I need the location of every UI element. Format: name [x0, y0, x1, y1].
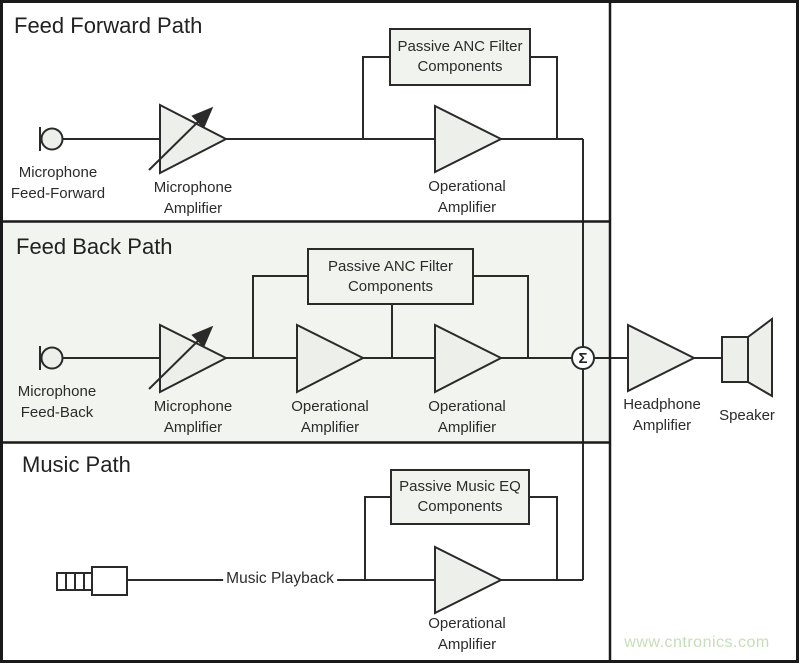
music-opamp-label: Operational Amplifier — [428, 613, 506, 655]
fb-mic-amp-label: Microphone Amplifier — [154, 396, 232, 438]
ff-microphone-icon — [40, 127, 64, 151]
label-line: Amplifier — [163, 419, 223, 436]
label-line: Microphone — [17, 383, 97, 400]
label-line: Amplifier — [163, 200, 223, 217]
label-line: Passive ANC Filter — [327, 257, 454, 275]
label-line: Components — [417, 498, 503, 515]
fb-op-amplifier-2-icon — [434, 323, 504, 394]
fb-filter-tap-left — [252, 275, 308, 358]
ff-mic-label: Microphone Feed-Forward — [11, 162, 105, 204]
ff-mic-amp-label: Microphone Amplifier — [154, 177, 232, 219]
speaker-horn-icon — [747, 317, 773, 398]
label-line: Microphone — [18, 164, 98, 181]
label-line: Amplifier — [437, 199, 497, 216]
audio-jack-body-icon — [91, 566, 128, 596]
fb-opamp1-label: Operational Amplifier — [291, 396, 369, 438]
label-line: Microphone — [153, 179, 233, 196]
headphone-amp-label: Headphone Amplifier — [623, 394, 701, 436]
label-line: Operational — [428, 178, 506, 195]
headphone-amplifier-icon — [627, 323, 697, 393]
music-path-title: Music Path — [22, 452, 131, 477]
music-filter-tap-left — [364, 496, 391, 580]
fb-filter-box-label: Passive ANC Filter Components — [308, 249, 473, 304]
fb-gain-arrow-icon — [148, 325, 214, 390]
music-filter-tap-right — [529, 496, 558, 580]
label-line: Amplifier — [437, 636, 497, 653]
fb-filter-tap-right — [473, 275, 529, 358]
ff-opamp-label: Operational Amplifier — [428, 176, 506, 218]
watermark-text: www.cntronics.com — [624, 634, 770, 651]
label-line: Headphone — [623, 396, 701, 413]
label-line: Operational — [428, 398, 506, 415]
label-line: Feed-Back — [20, 404, 94, 421]
ff-passive-anc-filter-box — [389, 28, 531, 86]
label-line: Passive Music EQ — [399, 478, 521, 495]
speaker-icon — [721, 336, 749, 383]
label-line: Amplifier — [437, 419, 497, 436]
label-line: Feed-Forward — [10, 185, 106, 202]
fb-microphone-icon — [40, 346, 64, 370]
label-line: Components — [417, 58, 503, 75]
fb-op-amplifier-1-icon — [296, 323, 366, 394]
music-playback-label: Music Playback — [223, 569, 337, 588]
music-op-amplifier-icon — [434, 545, 504, 615]
music-passive-eq-box — [390, 469, 530, 525]
feed-forward-title: Feed Forward Path — [14, 13, 203, 38]
label-line: Passive ANC Filter — [397, 38, 523, 55]
feed-back-title: Feed Back Path — [16, 234, 173, 259]
fb-opamp2-label: Operational Amplifier — [428, 396, 506, 438]
ff-gain-arrow-icon — [148, 106, 214, 171]
label-line: Microphone — [153, 398, 233, 415]
ff-filter-tap-right — [530, 56, 558, 139]
label-line: Operational — [291, 398, 369, 415]
ff-op-amplifier-icon — [434, 104, 504, 174]
ff-filter-box-label: Passive ANC Filter Components — [390, 29, 530, 85]
music-eq-box-label: Passive Music EQ Components — [391, 470, 529, 524]
label-line: Components — [347, 277, 434, 295]
label-line: Amplifier — [632, 417, 692, 434]
speaker-label: Speaker — [719, 407, 775, 424]
label-line: Operational — [428, 615, 506, 632]
label-line: Amplifier — [300, 419, 360, 436]
fb-mic-label: Microphone Feed-Back — [18, 381, 96, 423]
summing-node-symbol: Σ — [578, 349, 588, 367]
ff-mic-amplifier-icon — [159, 103, 229, 175]
ff-filter-tap-left — [362, 56, 390, 139]
summing-node-icon — [571, 346, 595, 370]
